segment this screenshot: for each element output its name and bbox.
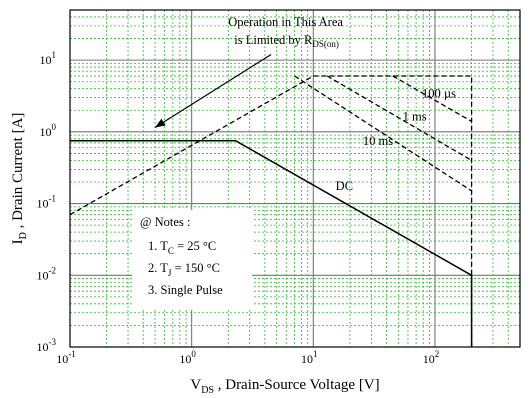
annotation-line-2-prefix: is Limited by R xyxy=(234,33,313,47)
notes-item-prefix: 1. T xyxy=(148,239,168,253)
y-tick-label-base: 10 xyxy=(40,125,52,139)
series-layer xyxy=(69,75,473,347)
plot-frame xyxy=(69,9,521,348)
notes-items: 1. TC = 25 °C 2. TJ = 150 °C 3. Single Pul… xyxy=(148,239,223,297)
y-tick-label-base: 10 xyxy=(37,340,49,354)
y-axis-label: ID , Drain Current [A] xyxy=(10,113,29,245)
x-tick-label-base: 10 xyxy=(179,352,191,366)
y-tick-label: 100 xyxy=(40,122,57,139)
notes-item-suffix: = 150 °C xyxy=(171,261,220,275)
y-axis-label-main: I xyxy=(10,239,26,244)
annotation-line-2-sub: DS(on) xyxy=(312,39,339,49)
curve-label-10-ms: 10 ms xyxy=(363,134,393,148)
x-axis-label: VDS , Drain-Source Voltage [V] xyxy=(190,377,379,396)
curve-label-dc: DC xyxy=(336,179,353,193)
notes-item: 3. Single Pulse xyxy=(148,283,223,297)
y-axis-label-rest: , Drain Current [A] xyxy=(10,113,26,233)
series-line-1-ms xyxy=(326,75,472,161)
series-line-10-ms xyxy=(294,75,472,192)
notes-item-sub: J xyxy=(168,268,172,278)
y-tick-label-exp: 0 xyxy=(52,122,57,132)
x-tick-label-exp: 0 xyxy=(191,349,196,359)
curve-label-100-s: 100 µs xyxy=(422,87,456,101)
notes-item-suffix: = 25 °C xyxy=(174,239,216,253)
notes-box: @ Notes : 1. TC = 25 °C 2. TJ = 150 °C 3. … xyxy=(132,210,252,310)
y-tick-label-exp: -1 xyxy=(49,194,57,204)
rds-on-annotation: Operation in This Area is Limited by RDS… xyxy=(154,15,343,129)
x-tick-label-base: 10 xyxy=(301,352,313,366)
y-axis-label-sub: D xyxy=(18,232,29,239)
y-tick-label-exp: -3 xyxy=(49,337,57,347)
x-tick-label-base: 10 xyxy=(56,352,68,366)
x-axis-label-sub: DS xyxy=(201,385,214,396)
y-tick-label-base: 10 xyxy=(40,53,52,67)
x-tick-label-exp: 2 xyxy=(435,349,440,359)
x-tick-label-exp: -1 xyxy=(68,349,76,359)
series-line-100-s xyxy=(392,75,472,122)
y-tick-label: 101 xyxy=(40,50,57,67)
x-axis-label-main: V xyxy=(190,377,201,393)
x-tick-label-base: 10 xyxy=(423,352,435,366)
x-tick-label: 100 xyxy=(179,349,196,366)
x-tick-label-exp: 1 xyxy=(313,349,318,359)
grid-layer xyxy=(70,10,520,347)
x-tick-label: 10-1 xyxy=(56,349,76,366)
notes-title: @ Notes : xyxy=(140,215,190,229)
annotation-line-2: is Limited by RDS(on) xyxy=(234,33,339,49)
x-tick-label: 101 xyxy=(301,349,318,366)
notes-background xyxy=(132,210,252,310)
curve-labels: DC 10 ms 1 ms 100 µs xyxy=(336,87,456,193)
y-tick-label-base: 10 xyxy=(37,268,49,282)
x-tick-label: 102 xyxy=(423,349,440,366)
x-axis-label-rest: , Drain-Source Voltage [V] xyxy=(214,377,380,393)
series-line-dc xyxy=(70,140,473,347)
annotation-line-1: Operation in This Area xyxy=(228,15,343,29)
curve-label-1-ms: 1 ms xyxy=(403,109,427,123)
y-tick-label: 10-3 xyxy=(37,337,57,354)
annotation-arrow xyxy=(154,53,272,129)
notes-item-prefix: 2. T xyxy=(148,261,168,275)
y-tick-label-base: 10 xyxy=(37,197,49,211)
y-tick-label-exp: 1 xyxy=(52,50,57,60)
notes-item-sub: C xyxy=(168,246,174,256)
y-tick-label-exp: -2 xyxy=(49,265,57,275)
y-tick-label: 10-2 xyxy=(37,265,57,282)
series-line-rds-on-limit xyxy=(69,75,473,347)
annotation-arrowhead xyxy=(155,118,166,128)
notes-item-prefix: 3. Single Pulse xyxy=(148,283,223,297)
notes-item: 2. TJ = 150 °C xyxy=(148,261,220,278)
notes-item: 1. TC = 25 °C xyxy=(148,239,216,256)
y-tick-label: 10-1 xyxy=(37,194,57,211)
